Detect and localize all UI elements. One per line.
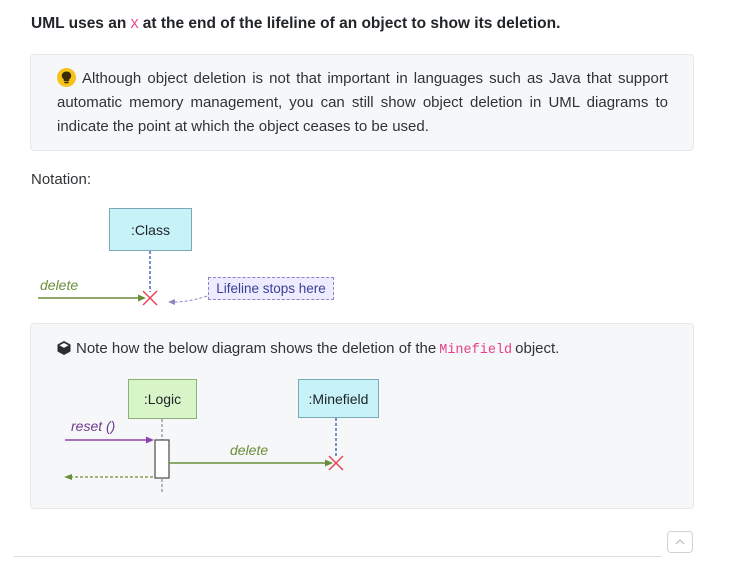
reset-arrow-head: [146, 436, 154, 444]
class-object-box: :Class: [109, 208, 192, 251]
reset-message-label: reset (): [71, 418, 116, 434]
heading-text-after: at the end of the lifeline of an object …: [142, 15, 561, 32]
notation-label: Notation:: [31, 171, 92, 188]
lifeline-stops-callout: Lifeline stops here: [208, 277, 334, 300]
note-text-after: object.: [515, 340, 560, 357]
delete-arrow-head: [138, 294, 146, 302]
deletion-x-icon: [142, 290, 158, 306]
horizontal-divider: [14, 556, 661, 557]
tip-paragraph: Although object deletion is not that imp…: [57, 67, 668, 139]
delete-message-label: delete: [40, 277, 79, 293]
cube-icon: [57, 341, 71, 355]
delete-arrow-head-2: [325, 459, 333, 467]
tip-box: Although object deletion is not that imp…: [30, 54, 694, 151]
deletion-x-icon-2: [328, 455, 344, 471]
chevron-up-icon: [675, 539, 685, 545]
class-object-label: :Class: [131, 221, 170, 238]
logic-object-label: :Logic: [143, 391, 182, 407]
callout-pointer: [171, 295, 208, 303]
tip-text: Although object deletion is not that imp…: [57, 70, 668, 135]
callout-text: Lifeline stops here: [216, 281, 326, 296]
minefield-object-box: :Minefield: [298, 379, 379, 418]
heading-text-before: UML uses an: [31, 15, 127, 32]
minefield-object-label: :Minefield: [308, 390, 369, 407]
delete-message-label-2: delete: [230, 442, 269, 458]
logic-activation-bar: [154, 439, 170, 479]
lightbulb-icon: [57, 68, 76, 87]
logic-object-box: :Logic: [128, 379, 197, 419]
note-text-before: Note how the below diagram shows the del…: [76, 340, 437, 357]
inline-code-x: X: [130, 17, 139, 33]
inline-code-minefield: Minefield: [439, 343, 513, 358]
note-paragraph: Note how the below diagram shows the del…: [56, 340, 559, 358]
return-arrow-head: [64, 474, 72, 480]
scroll-to-top-button[interactable]: [667, 531, 693, 553]
callout-pointer-head: [168, 299, 175, 305]
